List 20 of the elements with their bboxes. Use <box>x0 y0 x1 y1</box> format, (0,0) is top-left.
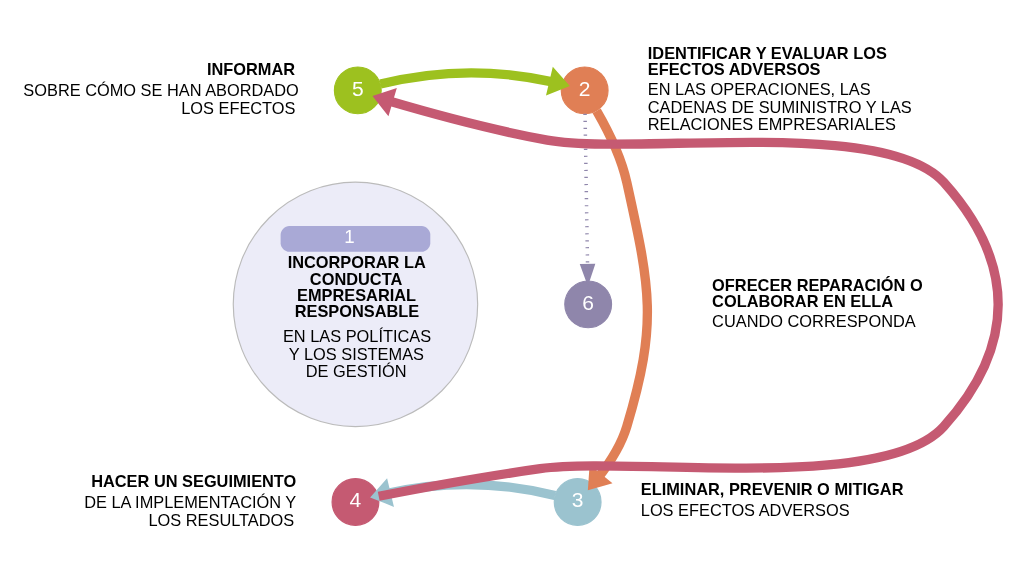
arrow <box>370 478 557 507</box>
node-circle: 3 <box>553 478 602 526</box>
arrow <box>379 66 570 96</box>
node-circle: 1 INCORPORAR LA CONDUCTA EMPRESARIAL RESPONSABLE EN LAS POLÍTICAS Y LOS SISTEMAS DE GESTIÓN <box>232 181 479 428</box>
node-label: CUANDO CORRESPONDA <box>712 311 916 330</box>
node-label: HACER UN SEGUIMIENTO <box>91 472 297 491</box>
arrow <box>372 88 1003 501</box>
node-circle: 5 <box>333 66 382 115</box>
node-label: IDENTIFICAR Y EVALUAR LOS EFECTOS ADVERSOS <box>647 44 887 79</box>
node-circle: 2 <box>560 66 609 115</box>
node-label: LOS EFECTOS ADVERSOS <box>640 501 850 520</box>
arrow <box>587 108 652 491</box>
node-label: OFRECER REPARACIÓN O COLABORAR EN ELLA <box>712 275 923 310</box>
node-circle: 6 <box>564 280 613 329</box>
node-label: ELIMINAR, PREVENIR O MITIGAR <box>640 480 904 499</box>
node-label: DE LA IMPLEMENTACIÓN Y LOS RESULTADOS <box>84 493 297 529</box>
node-label: EN LAS OPERACIONES, LAS CADENAS DE SUMINISTRO Y LAS RELACIONES EMPRESARIALES <box>647 80 912 134</box>
node-label: INFORMAR <box>206 60 296 79</box>
node-label: SOBRE CÓMO SE HAN ABORDADO LOS EFECTOS <box>23 81 299 117</box>
node-circle: 4 <box>331 478 380 526</box>
